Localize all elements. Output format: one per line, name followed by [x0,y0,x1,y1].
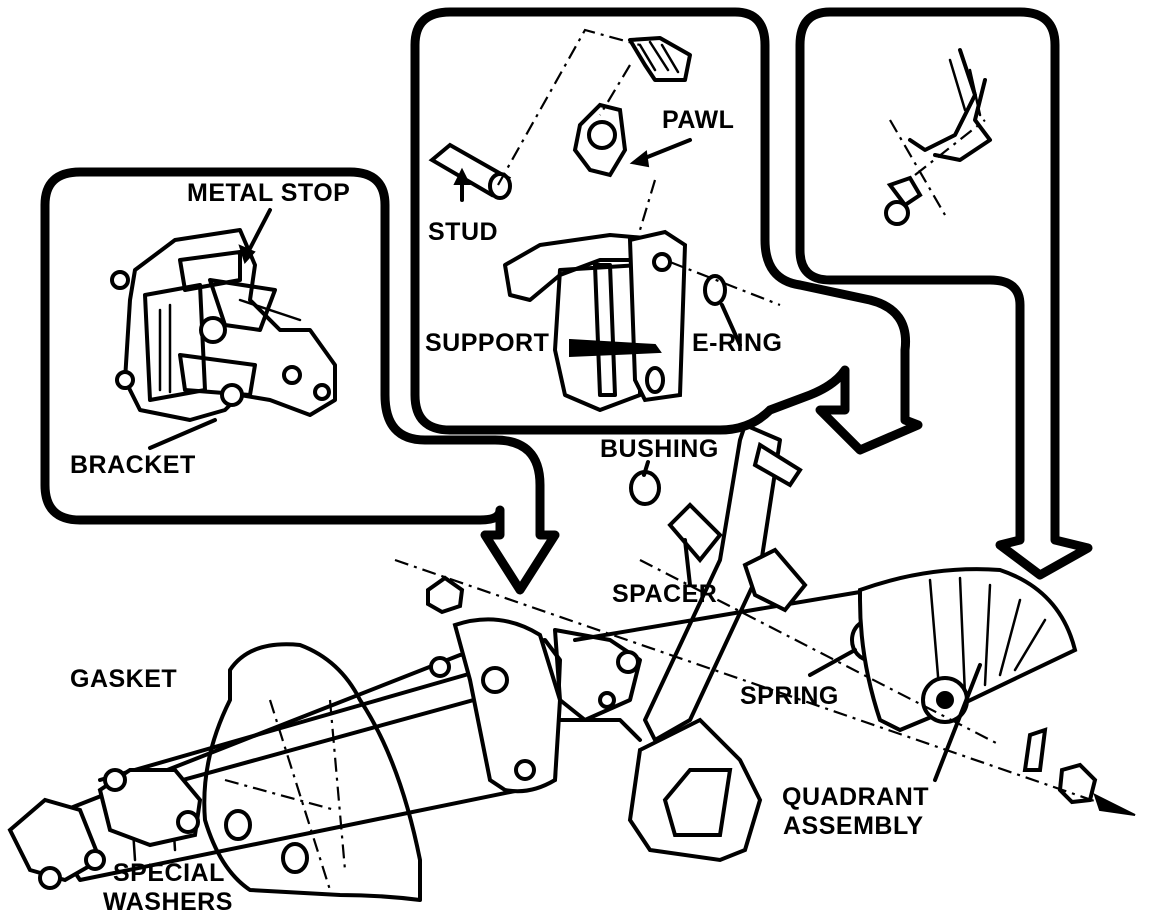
bushing-leader [642,460,650,477]
e-ring-label: E-RING [692,329,783,357]
gasket-label: GASKET [70,665,178,693]
metal-stop-label: METAL STOP [187,179,351,207]
metal-stop-bracket-part [110,228,337,422]
bracket-detail-callout [40,167,560,595]
pawl-label: PAWL [662,106,735,134]
quadrant-assembly-label-line1: QUADRANT [782,783,930,811]
pawl-part [572,36,692,178]
bracket-leader [148,418,217,450]
spring-label: SPRING [740,682,839,710]
bushing-label: BUSHING [600,435,719,463]
fastener-part [884,48,992,226]
fastener-detail-callout [795,7,1093,580]
spacer-leader [683,538,692,587]
special-washers-label-line2: WASHERS [103,888,233,916]
special-washers-label-line1: SPECIAL [113,859,225,887]
spring-leader [808,648,857,677]
bracket-label: BRACKET [70,451,196,479]
stud-part [428,142,512,202]
spacer-label: SPACER [612,580,718,608]
quadrant-assembly-label-line2: ASSEMBLY [783,812,924,840]
pawl-support-detail-callout [410,7,923,455]
stud-label: STUD [428,218,499,246]
steering-column-assembly [7,423,1136,902]
support-label: SUPPORT [425,329,550,357]
support-part [503,229,742,412]
